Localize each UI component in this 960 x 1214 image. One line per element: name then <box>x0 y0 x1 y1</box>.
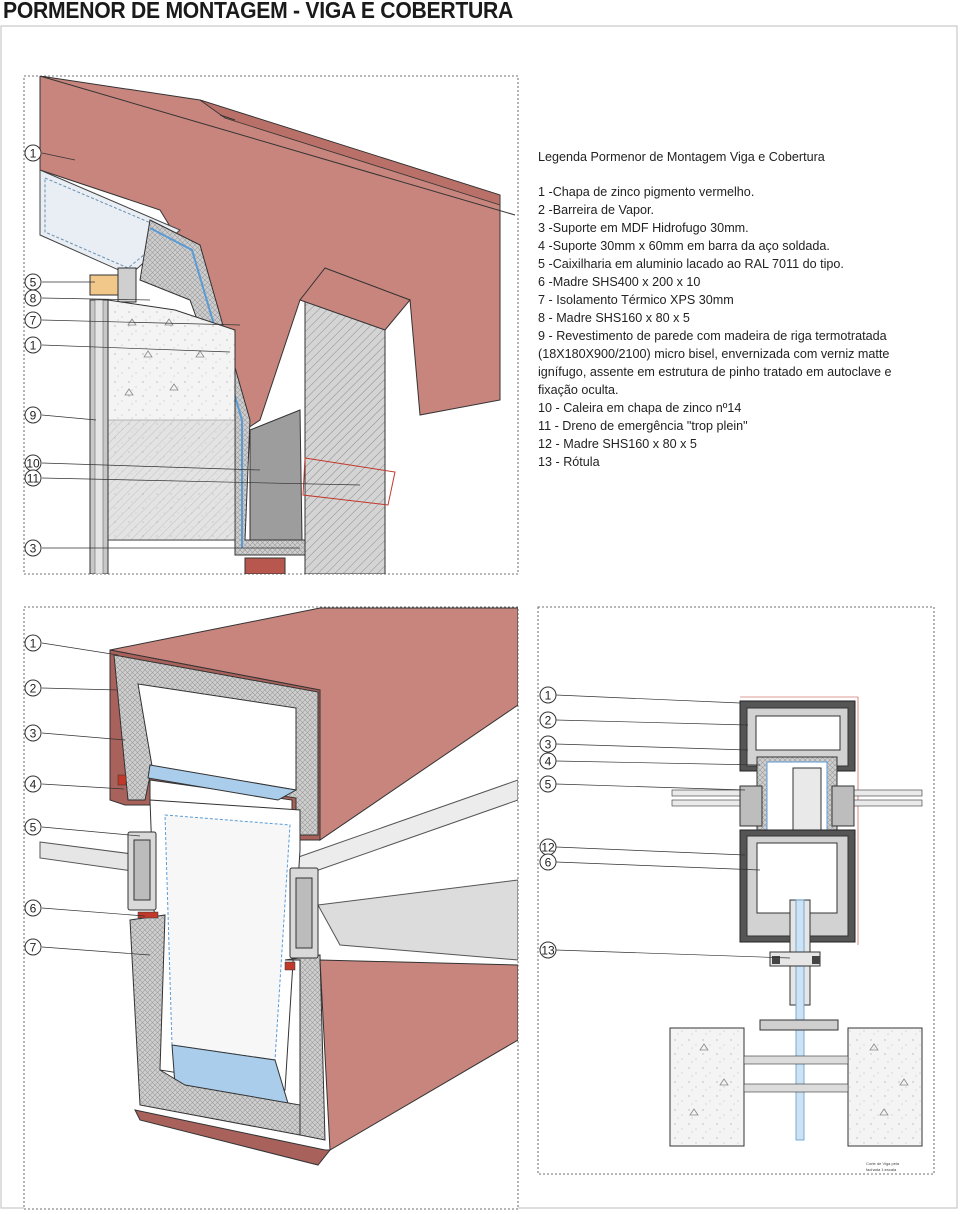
callout-marker: 3 <box>539 735 557 753</box>
callout-marker: 13 <box>539 941 557 959</box>
svg-text:3: 3 <box>30 727 37 741</box>
legend-item: 7 - Isolamento Térmico XPS 30mm <box>538 293 734 307</box>
callout-marker: 4 <box>24 775 42 793</box>
callout-marker: 6 <box>539 853 557 871</box>
svg-text:12: 12 <box>541 841 555 855</box>
legend-item: 1 -Chapa de zinco pigmento vermelho. <box>538 185 755 199</box>
callout-marker: 10 <box>24 454 42 472</box>
svg-text:5: 5 <box>30 821 37 835</box>
callout-marker: 1 <box>24 144 42 162</box>
drawing-stamp-line-2: fachada 1:escala <box>866 1167 897 1172</box>
callouts-top-left: 1 5 8 7 1 9 10 11 3 <box>24 144 361 557</box>
legend-item: 8 - Madre SHS160 x 80 x 5 <box>538 311 690 325</box>
legend-heading: Legenda Pormenor de Montagem Viga e Cobe… <box>538 150 825 164</box>
svg-text:5: 5 <box>545 778 552 792</box>
svg-text:1: 1 <box>30 147 37 161</box>
svg-text:1: 1 <box>30 339 37 353</box>
callout-marker: 5 <box>539 775 557 793</box>
callouts-bottom-right: 1 2 3 4 5 12 6 13 <box>539 686 791 959</box>
panel-bottom-right-beam-section: 1 2 3 4 5 12 6 13 Corte de Viga pela fac… <box>537 606 935 1175</box>
svg-text:4: 4 <box>30 778 37 792</box>
svg-text:2: 2 <box>30 682 37 696</box>
svg-text:4: 4 <box>545 755 552 769</box>
legend-item: 2 -Barreira de Vapor. <box>538 203 654 217</box>
legend: Legenda Pormenor de Montagem Viga e Cobe… <box>538 150 918 471</box>
svg-text:13: 13 <box>541 944 555 958</box>
callout-marker: 5 <box>24 273 42 291</box>
legend-item: 3 -Suporte em MDF Hidrofugo 30mm. <box>538 221 749 235</box>
panel-bottom-left-beam-3d: 1 2 3 4 5 6 7 <box>23 606 519 1210</box>
page-title: PORMENOR DE MONTAGEM - VIGA E COBERTURA <box>3 0 514 23</box>
callouts-bottom-left: 1 2 3 4 5 6 7 <box>24 634 151 956</box>
callout-marker: 2 <box>24 679 42 697</box>
svg-text:6: 6 <box>30 902 37 916</box>
panel-top-left-eaves-section: 1 5 8 7 1 9 10 11 3 <box>23 75 519 575</box>
svg-text:1: 1 <box>30 637 37 651</box>
callout-marker: 7 <box>24 311 42 329</box>
callout-marker: 7 <box>24 938 42 956</box>
callout-marker: 6 <box>24 899 42 917</box>
legend-item: 9 - Revestimento de parede com madeira d… <box>538 329 892 397</box>
legend-item: 11 - Dreno de emergência "trop plein" <box>538 419 748 433</box>
callout-marker: 3 <box>24 724 42 742</box>
svg-text:10: 10 <box>26 457 40 471</box>
callout-marker: 1 <box>24 336 42 354</box>
svg-text:1: 1 <box>545 689 552 703</box>
callout-marker: 1 <box>24 634 42 652</box>
callout-marker: 12 <box>539 838 557 856</box>
svg-text:2: 2 <box>545 714 552 728</box>
callout-marker: 9 <box>24 406 42 424</box>
svg-text:6: 6 <box>545 856 552 870</box>
callout-marker: 2 <box>539 711 557 729</box>
svg-text:3: 3 <box>30 542 37 556</box>
drawing-stamp-line-1: Corte de Viga pela <box>866 1161 900 1166</box>
callout-marker: 5 <box>24 818 42 836</box>
svg-text:11: 11 <box>27 472 40 486</box>
legend-item: 13 - Rótula <box>538 455 600 469</box>
legend-item: 12 - Madre SHS160 x 80 x 5 <box>538 437 697 451</box>
legend-item: 6 -Madre SHS400 x 200 x 10 <box>538 275 701 289</box>
svg-text:8: 8 <box>30 292 37 306</box>
legend-item: 10 - Caleira em chapa de zinco nº14 <box>538 401 742 415</box>
callout-marker: 4 <box>539 752 557 770</box>
callout-marker: 11 <box>24 469 42 487</box>
svg-text:7: 7 <box>30 941 37 955</box>
legend-item: 5 -Caixilharia em aluminio lacado ao RAL… <box>538 257 844 271</box>
legend-item: 4 -Suporte 30mm x 60mm em barra da aço s… <box>538 239 830 253</box>
svg-text:7: 7 <box>30 314 37 328</box>
callout-marker: 1 <box>539 686 557 704</box>
svg-text:3: 3 <box>545 738 552 752</box>
callout-marker: 3 <box>24 539 42 557</box>
svg-text:9: 9 <box>30 409 37 423</box>
svg-text:5: 5 <box>30 276 37 290</box>
callout-marker: 8 <box>24 289 42 307</box>
